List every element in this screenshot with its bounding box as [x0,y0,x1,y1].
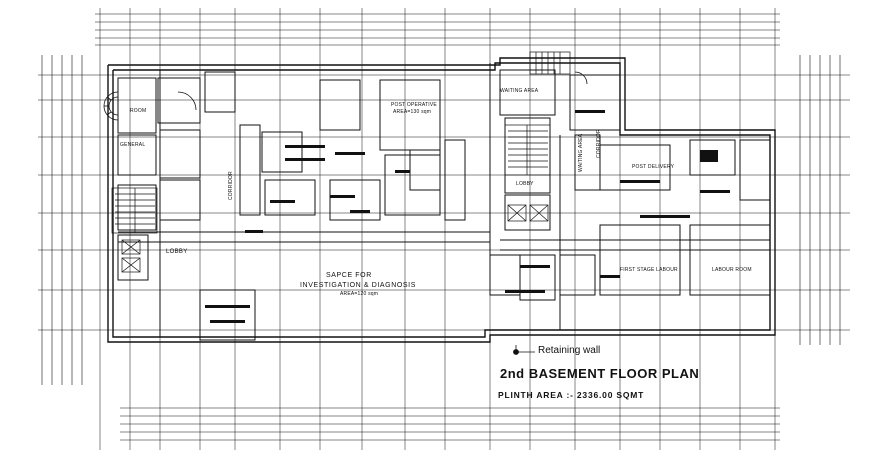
room-label-post-delivery: POST DELIVERY [632,164,675,170]
staircase-center [504,124,551,176]
left-dimension-lines [41,55,83,385]
room-label-corridor-center: CORRIDOR [596,129,602,158]
room-label-room: ROOM [130,108,147,114]
room-label-space-line-1: SAPCE FOR [326,272,372,279]
room-label-space-area: AREA=120 sqm [340,291,379,297]
bottom-dimension-lines [120,407,780,441]
room-label-waiting-area-top: WAITING AREA [500,88,539,94]
room-label-post-operative-area: AREA=130 sqm [393,109,432,115]
lift-core [121,204,549,273]
room-label-waiting-area-side: WAITING AREA [578,133,584,172]
room-label-general: GENERAL [120,142,146,148]
furniture-blocks [205,110,730,323]
staircase-top [529,51,571,75]
room-label-corridor-left: CORRIDOR [228,171,234,200]
room-label-labour-room: LABOUR ROOM [712,267,752,273]
retaining-wall-leader [513,345,535,355]
door-swing-arc [177,91,197,111]
plinth-area-label: PLINTH AREA :- 2336.00 SQMT [498,390,645,400]
door-swing-arc [574,71,588,85]
drawing-title: 2nd BASEMENT FLOOR PLAN [500,366,700,381]
staircase-left [111,187,158,234]
room-label-lobby-center: LOBBY [516,181,534,187]
room-label-first-stage-labour: FIRST STAGE LABOUR [620,267,678,273]
building-outline [107,57,776,343]
room-label-space-line-2: INVESTIGATION & DIAGNOSIS [300,282,416,289]
room-label-post-operative: POST OPERATIVE [391,102,437,108]
retaining-wall-label: Retaining wall [538,345,601,356]
interior-walls [117,63,771,341]
spiral-stair [103,91,119,121]
room-label-lobby-left: LOBBY [166,249,188,255]
right-dimension-lines [799,55,841,345]
top-dimension-lines [95,13,780,46]
